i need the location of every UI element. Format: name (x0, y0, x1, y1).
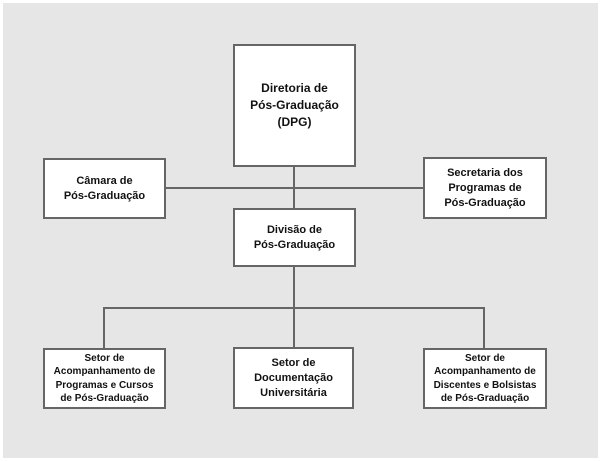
node-label-line: Acompanhamento de (434, 366, 536, 377)
node-label-line: Programas e Cursos (55, 379, 154, 391)
node-label-line: de Pós-Graduação (440, 393, 530, 404)
node-label-line: (DPG) (277, 115, 312, 129)
node-label-line: Pós-Graduação (63, 189, 146, 202)
org-node-camara-pos-graduacao: Câmara de Pós-Graduação (43, 158, 166, 219)
connector-drop-setor-discentes (483, 307, 485, 349)
org-node-divisao-pos-graduacao: Divisão de Pós-Graduação (233, 208, 356, 267)
connector-drop-setor-documentacao (293, 307, 295, 348)
org-node-secretaria-programas: Secretaria dos Programas de Pós-Graduaçã… (423, 157, 547, 219)
node-label-line: Programas de (448, 181, 522, 194)
org-chart-canvas: Diretoria de Pós-Graduação (DPG) Câmara … (3, 3, 598, 458)
node-label-line: Pós-Graduação (444, 196, 526, 209)
connector-drop-setor-programas (103, 307, 105, 349)
org-node-setor-documentacao: Setor de Documentação Universitária (233, 347, 354, 409)
org-node-diretoria-pos-graduacao: Diretoria de Pós-Graduação (DPG) (233, 44, 356, 167)
org-node-setor-discentes-bolsistas: Setor de Acompanhamento de Discentes e B… (423, 348, 547, 409)
node-label-line: Pós-Graduação (253, 238, 336, 251)
node-label-line: Pós-Graduação (250, 98, 339, 112)
node-label-line: Divisão de (266, 223, 323, 236)
node-label-line: Setor de (464, 352, 505, 364)
node-label-line: Discentes e Bolsistas (433, 379, 537, 391)
node-label-line: Documentação (254, 371, 333, 384)
node-label-line: Setor de (271, 356, 316, 369)
node-label-line: Universitária (260, 386, 327, 399)
node-label-line: de Pós-Graduação (60, 393, 149, 404)
connector-camara-to-secretaria (164, 187, 424, 189)
node-label-line: Setor de (84, 352, 125, 364)
org-node-setor-programas-cursos: Setor de Acompanhamento de Programas e C… (43, 348, 166, 409)
node-label-line: Câmara de (76, 174, 133, 187)
connector-divisao-to-branch (293, 266, 295, 309)
node-label-line: Diretoria de (261, 81, 328, 95)
node-label-line: Secretaria dos (447, 166, 523, 179)
node-label-line: Acompanhamento de (53, 366, 156, 377)
